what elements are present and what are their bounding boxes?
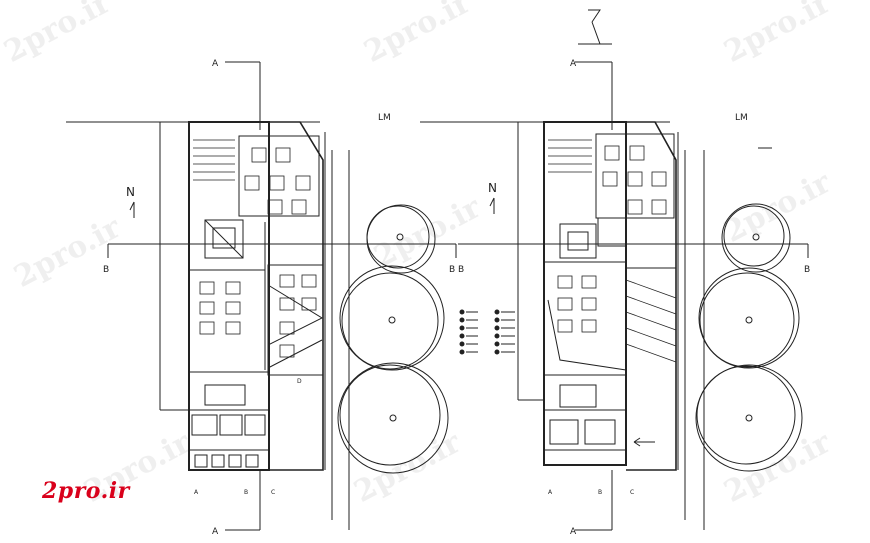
grid-label-c-left: C xyxy=(271,489,275,496)
north-label-right: N xyxy=(488,181,497,195)
grid-label-d-left: D xyxy=(297,378,302,385)
grid-label-b-left: B xyxy=(244,489,248,496)
section-label-a-top-right: A xyxy=(570,59,577,69)
grid-label-a-left: A xyxy=(194,489,199,496)
grid-label-c-right: C xyxy=(630,489,634,496)
grid-label-a-right: A xyxy=(548,489,553,496)
section-label-a-top-left: A xyxy=(212,59,219,69)
legend-markers xyxy=(459,309,515,355)
section-label-b-right-2: B xyxy=(804,265,810,275)
section-label-b-right-1: B xyxy=(458,265,464,275)
section-label-b-left-2: B xyxy=(449,265,455,275)
grid-label-b-right: B xyxy=(598,489,602,496)
north-label-left: N xyxy=(126,185,135,199)
section-label-a-bottom-left: A xyxy=(212,527,219,537)
right-floor-plan xyxy=(420,9,809,531)
section-label-a-bottom-right: A xyxy=(570,527,577,537)
lm-label-right: LM xyxy=(735,113,748,123)
lm-label-left: LM xyxy=(378,113,391,123)
section-label-b-left-1: B xyxy=(103,265,109,275)
left-floor-plan xyxy=(66,61,457,531)
brand-logo[interactable]: 2pro.ir xyxy=(42,478,130,504)
